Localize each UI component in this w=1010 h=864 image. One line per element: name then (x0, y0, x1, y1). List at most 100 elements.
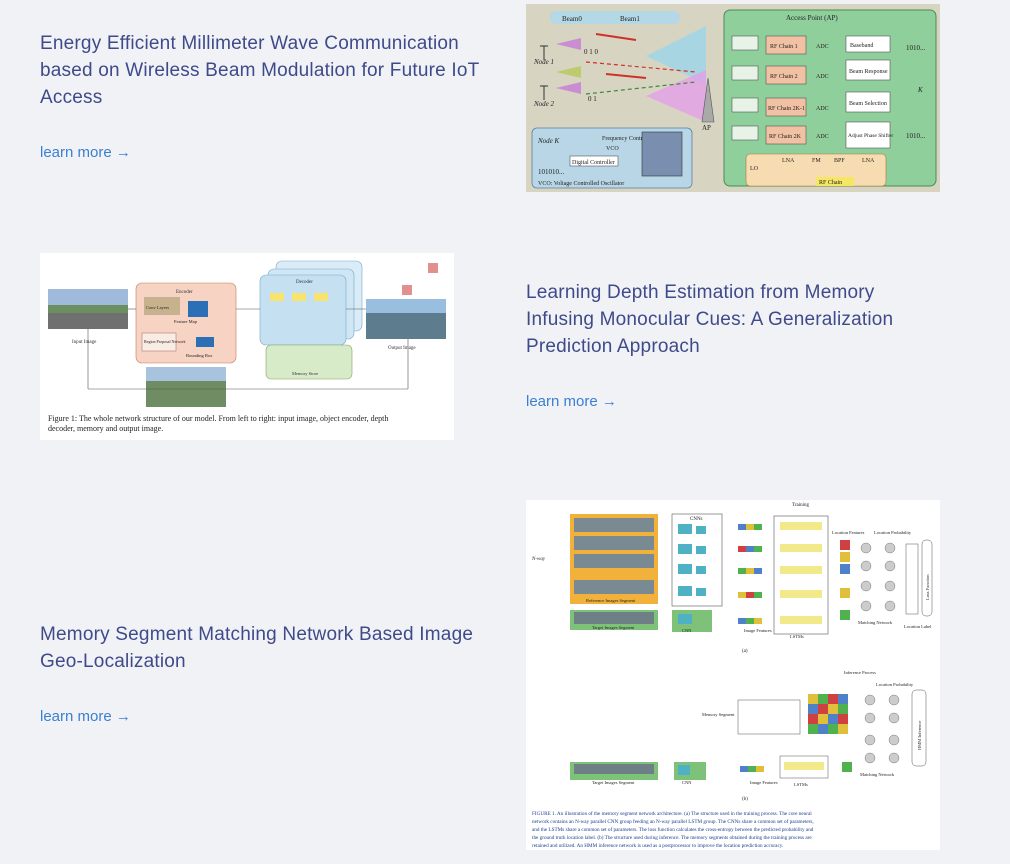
location-label-box (905, 543, 919, 615)
beam-legend (550, 11, 680, 24)
rf-chain-label: RF Chain 2K (769, 134, 802, 140)
panel-b-label: (b) (742, 797, 748, 802)
memory-grid (808, 694, 848, 734)
learn-more-link[interactable]: learn more → (526, 393, 617, 410)
matching-network-label: Matching Network (860, 772, 895, 777)
signal-path (585, 61, 697, 73)
rf-chain-highlight (816, 177, 854, 186)
nodek-label: Node K (537, 137, 560, 145)
node2-label: Node 2 (533, 100, 555, 108)
output-marker (428, 263, 438, 273)
vco-caption: VCO: Voltage Controlled Oscillator (538, 181, 624, 187)
lo-label: LO (750, 166, 759, 172)
memory-label: Memory Store (292, 371, 318, 376)
learn-more-link[interactable]: learn more → (40, 144, 131, 161)
cnn-label: CNN (682, 780, 692, 785)
adc-label: ADC (816, 44, 829, 50)
matching-network-nodes (860, 542, 896, 612)
article-title[interactable]: Learning Depth Estimation from Memory In… (526, 282, 894, 357)
freq-control-label: Frequency Control (602, 136, 647, 142)
article-title[interactable]: Memory Segment Matching Network Based Im… (40, 624, 474, 672)
training-label: Training (792, 503, 810, 508)
signal-path (585, 81, 697, 95)
node2-bits: 0 1 (588, 95, 597, 103)
figure-caption: FIGURE 1. An illustration of the memory … (532, 810, 815, 849)
location-label-text: Location Label (904, 624, 932, 629)
output-bits: 1010... (906, 132, 926, 140)
cnn-label: CNN (682, 628, 692, 633)
location-feature-inference (842, 762, 852, 772)
figure-caption-line: network contains an N-way parallel CNN g… (532, 818, 814, 825)
encoder-label: Encoder (176, 290, 193, 295)
target-images-label: Target Images Segment (592, 780, 635, 785)
input-image-label: Input Image (72, 340, 97, 345)
rf-chain-caption: RF Chain (819, 180, 842, 186)
block-label: Beam Response (849, 69, 888, 75)
article-title[interactable]: Energy Efficient Millimeter Wave Communi… (40, 33, 480, 108)
bounding-box-block (196, 337, 214, 347)
inference-feature-vector (740, 766, 764, 772)
rpn-block (141, 332, 177, 352)
baseband-blocks: Baseband Beam Response Beam Selection Ad… (845, 35, 893, 149)
beam-modulation-diagram: Beam0 Beam1 Node 1 Node 2 0 1 0 0 1 AP A… (531, 9, 937, 189)
location-probability-label: Location Probability (876, 682, 914, 687)
article-figure: Beam0 Beam1 Node 1 Node 2 0 1 0 0 1 AP A… (526, 4, 940, 192)
learn-more-link[interactable]: learn more → (40, 708, 131, 725)
beam-shape (646, 70, 706, 122)
figure-caption-line: FIGURE 1. An illustration of the memory … (532, 810, 812, 817)
cnns-label: CNNs (690, 517, 703, 522)
output-marker (402, 285, 412, 295)
figure-caption-line: decoder, memory and output image. (48, 424, 163, 433)
output-image-label: Output Image (388, 346, 416, 351)
nway-label: N-way (531, 557, 546, 562)
digital-controller-box (569, 155, 619, 167)
bpf-label: BPF (834, 158, 845, 164)
beam-shape (556, 82, 581, 94)
hmm-label: HMM Inference (917, 721, 922, 750)
beam-shape (556, 66, 581, 78)
output-bits: 1010... (906, 44, 926, 52)
fm-label: FM (812, 158, 821, 164)
antenna-array (641, 131, 683, 177)
location-features-label: Location Features (832, 530, 865, 535)
beam-shape (556, 38, 581, 50)
target-images-label: Target Images Segment (592, 625, 635, 630)
adc-label: ADC (816, 74, 829, 80)
article-figure: Training N-way Reference Images Segment … (526, 500, 940, 850)
image-features-label: Image Features (750, 780, 778, 785)
node1-label: Node 1 (533, 58, 554, 66)
input-bits: 101010... (538, 168, 565, 176)
memory-box (265, 344, 353, 380)
antenna-icon (540, 45, 548, 60)
ap-title: Access Point (AP) (786, 14, 838, 22)
cnn-blocks (678, 524, 706, 596)
bounding-box-label: Bounding Box (186, 353, 213, 358)
figure-caption-line: retained and utilized. An HMM inference … (532, 842, 783, 849)
location-features (840, 540, 850, 620)
reference-image-tiles (574, 518, 654, 594)
beam0-label: Beam0 (562, 15, 582, 23)
beam1-label: Beam1 (620, 15, 640, 23)
image-features-label: Image Features (744, 628, 772, 633)
node1-bits: 0 1 0 (584, 48, 599, 56)
k-label: K (917, 86, 923, 94)
memory-segment-label: Memory Segment (702, 712, 735, 717)
reference-images-label: Reference Images Segment (586, 598, 636, 603)
adc-label: ADC (816, 106, 829, 112)
article-figure: Input Image Encoder Conv Layers Feature … (40, 253, 454, 440)
inference-label: Inference Process (844, 670, 876, 675)
lstms-label: LSTMs (794, 782, 808, 787)
figure-caption-line: and the LSTMs share a common set of para… (532, 826, 814, 833)
memory-segment-diagram: Training N-way Reference Images Segment … (531, 503, 933, 849)
block-label: Adjust Phase Shifter (848, 132, 893, 139)
signal-path (605, 73, 647, 79)
lna-label: LNA (782, 158, 795, 164)
rf-chain-label: RF Chain 2K-1 (768, 106, 805, 112)
image-feature-vectors (738, 524, 762, 624)
rf-chain-group: RF Chain 1 ADC RF Chain 2 ADC RF Chain 2… (731, 35, 829, 145)
lna-label: LNA (862, 158, 875, 164)
rpn-label: Region Proposal Network (144, 339, 186, 344)
figure-caption-line: the ground truth location label. (b) The… (532, 834, 812, 841)
loss-function-box (921, 539, 933, 617)
adc-label: ADC (816, 134, 829, 140)
